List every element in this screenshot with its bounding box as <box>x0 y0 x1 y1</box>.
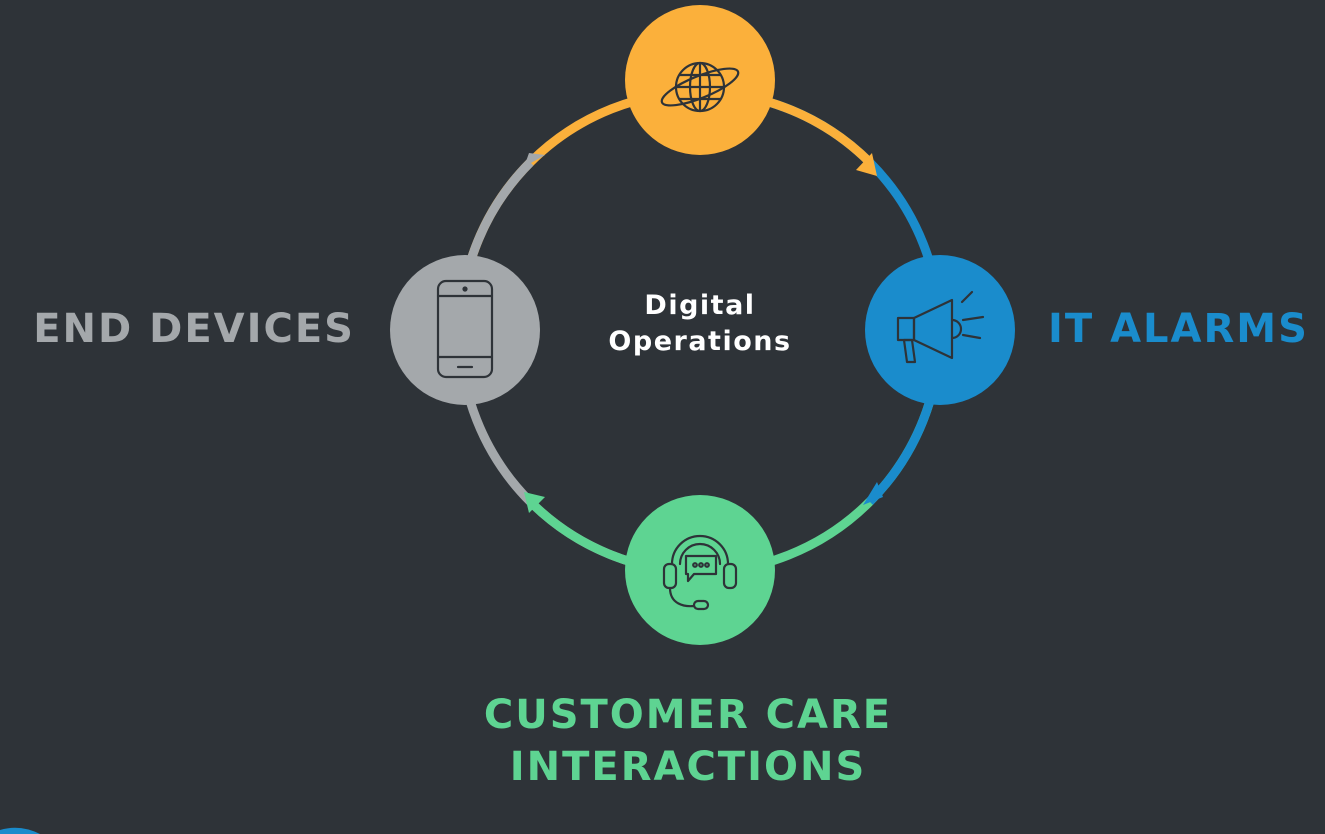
megaphone-icon <box>896 290 985 364</box>
arrowhead-bottom-left <box>524 492 545 513</box>
arrowhead-bottom-right <box>863 482 883 505</box>
node-bottom <box>625 495 775 645</box>
smartphone-icon <box>436 279 494 379</box>
node-left <box>390 255 540 405</box>
arrowhead-top-left <box>524 153 545 167</box>
arrowhead-top-right <box>856 153 877 176</box>
corner-accent-swoosh <box>0 827 40 834</box>
end-devices-label: END DEVICES <box>33 306 355 352</box>
center-title-line2: Operations <box>608 326 792 357</box>
center-title: Digital Operations <box>550 288 850 360</box>
customer-care-label-line1: CUSTOMER CARE <box>483 692 893 738</box>
headset-icon <box>662 534 738 611</box>
center-title-line1: Digital <box>644 290 756 321</box>
customer-care-label: CUSTOMER CARE INTERACTIONS <box>388 689 988 793</box>
node-right <box>865 255 1015 405</box>
customer-care-label-line2: INTERACTIONS <box>509 744 867 790</box>
globe-icon <box>660 61 740 113</box>
it-alarms-label: IT ALARMS <box>1048 306 1309 352</box>
